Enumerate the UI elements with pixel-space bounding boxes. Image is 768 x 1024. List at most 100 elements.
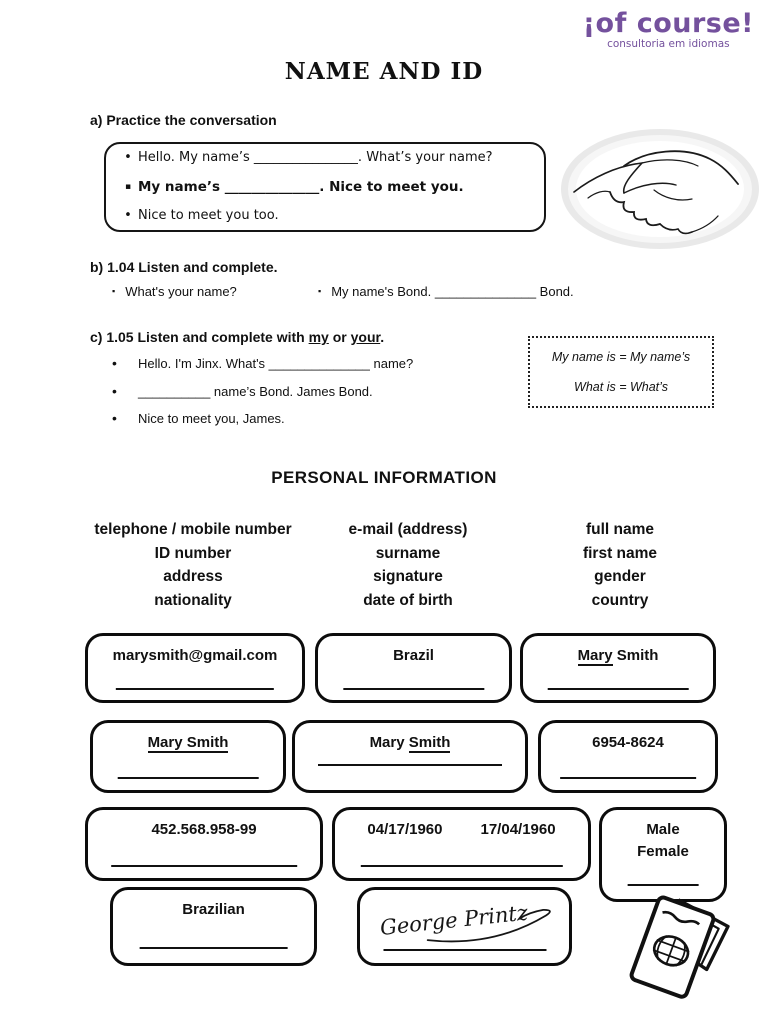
- conversation-box: •Hello. My name’s ________________. What…: [104, 142, 546, 232]
- box-text: Brazilian: [182, 901, 245, 918]
- hint-line: What is = What’s: [574, 380, 668, 394]
- box-content: 6954-8624: [541, 723, 715, 754]
- write-line: [547, 688, 689, 690]
- box-text-row: Mary Smith: [523, 645, 713, 667]
- box-text-row: Mary Smith: [93, 732, 283, 754]
- box-id_number: 452.568.958-99: [85, 807, 323, 881]
- write-line: [115, 688, 275, 690]
- box-country: Brazil: [315, 633, 512, 703]
- box-text-row: 04/17/1960 17/04/1960: [335, 819, 588, 841]
- listen-item-text: What's your name?: [125, 284, 237, 299]
- bullet-icon: •: [112, 410, 117, 426]
- listen-item-text: __________ name’s Bond. James Bond.: [138, 383, 373, 399]
- section-c-items: • Hello. I'm Jinx. What's ______________ …: [112, 355, 413, 438]
- bullet-icon: •: [112, 355, 117, 371]
- box-text-row: Brazilian: [113, 899, 314, 921]
- passport-icon: [629, 895, 730, 999]
- box-content: marysmith@gmail.com: [88, 636, 302, 667]
- write-line: [382, 949, 547, 951]
- box-text-row: Male: [602, 819, 724, 841]
- bullet-icon: ▪: [318, 286, 322, 296]
- word-column: telephone / mobile number ID number addres…: [58, 518, 328, 612]
- word-item: gender: [594, 568, 646, 585]
- box-text: 04/17/1960: [367, 821, 443, 838]
- word-item: date of birth: [363, 591, 453, 609]
- word-item: full name: [585, 521, 655, 538]
- conversation-line: ▪My name’s ______________. Nice to meet …: [118, 179, 532, 208]
- box-text: 6954-8624: [592, 734, 664, 751]
- section-c-label-part: c) 1.05 Listen and complete with: [90, 329, 309, 345]
- box-content: Mary Smith: [93, 723, 283, 754]
- bullet-icon: •: [124, 208, 132, 223]
- box-content: Mary Smith: [295, 723, 525, 754]
- logo-text: ¡of course!: [582, 8, 754, 39]
- box-text: Smith: [408, 734, 451, 753]
- conversation-text: Nice to meet you too.: [138, 208, 279, 223]
- listen-item-text: Hello. I'm Jinx. What's ______________ n…: [138, 356, 414, 371]
- section-c-label: c) 1.05 Listen and complete with my or y…: [90, 329, 384, 345]
- section-c-label-part: .: [380, 329, 385, 345]
- box-text-row: 452.568.958-99: [88, 819, 320, 841]
- box-content: Brazilian: [113, 890, 314, 921]
- box-text-row: Female: [602, 841, 724, 863]
- write-line: [111, 865, 297, 867]
- box-text-row: Brazil: [318, 645, 509, 667]
- conversation-line: • Nice to meet you too.: [118, 208, 532, 237]
- section-a-label: a) Practice the conversation: [90, 112, 277, 128]
- write-line: [627, 884, 699, 886]
- section-c-label-part: your: [350, 329, 381, 345]
- listen-item: ▪ What's your name?: [112, 284, 237, 299]
- box-text: 17/04/1960: [480, 821, 556, 838]
- box-nationality: Brazilian: [110, 887, 317, 966]
- section-b-label: b) 1.04 Listen and complete.: [90, 259, 278, 275]
- write-line: [360, 865, 563, 867]
- signature-text: George Printz: [379, 900, 530, 939]
- write-line: [117, 777, 259, 779]
- listen-item: • Nice to meet you, James.: [112, 410, 413, 428]
- box-email: marysmith@gmail.com: [85, 633, 305, 703]
- section-b-items: ▪What's your name?▪My name's Bond. _____…: [112, 284, 672, 304]
- logo: ¡of course! consultoria em idiomas: [583, 10, 754, 50]
- box-text: Female: [637, 843, 689, 860]
- word-item: e-mail (address): [348, 521, 468, 538]
- word-item: telephone / mobile number: [94, 521, 292, 538]
- logo-subtitle: consultoria em idiomas: [607, 38, 730, 50]
- section-c-label-part: or: [328, 329, 351, 345]
- box-content: 452.568.958-99: [88, 810, 320, 841]
- bullet-icon: ▪: [112, 286, 116, 296]
- write-line: [318, 764, 502, 766]
- word-column: e-mail (address) surname signature date of …: [303, 518, 513, 612]
- handshake-icon: [561, 129, 759, 249]
- word-item: signature: [373, 568, 443, 585]
- bullet-icon: ▪: [124, 182, 132, 192]
- signature-image: George Printz: [379, 900, 551, 943]
- listen-item: • __________ name’s Bond. James Bond.: [112, 383, 413, 401]
- word-item: ID number: [154, 544, 232, 562]
- bullet-icon: •: [112, 382, 117, 399]
- box-text: Smith: [612, 647, 659, 664]
- section-c-label-part: my: [308, 329, 329, 345]
- box-content: 04/17/1960 17/04/1960: [335, 810, 588, 841]
- box-date_of_birth: 04/17/1960 17/04/1960: [332, 807, 591, 881]
- box-text-row: marysmith@gmail.com: [88, 645, 302, 667]
- listen-item-text: Nice to meet you, James.: [138, 411, 285, 426]
- word-item: address: [163, 568, 223, 585]
- personal-information-heading: PERSONAL INFORMATION: [271, 468, 497, 487]
- word-item: nationality: [154, 591, 232, 609]
- box-surname: Mary Smith: [292, 720, 528, 793]
- box-text: Mary: [369, 734, 409, 751]
- write-line: [560, 777, 696, 779]
- box-text-row: Mary Smith: [295, 732, 525, 754]
- word-item: surname: [375, 544, 441, 562]
- box-text: Brazil: [393, 647, 434, 664]
- box-content: Brazil: [318, 636, 509, 667]
- box-full_name_b: Mary Smith: [90, 720, 286, 793]
- word-item: country: [591, 591, 649, 609]
- box-full_name_a: Mary Smith: [520, 633, 716, 703]
- box-text: Male: [646, 821, 680, 838]
